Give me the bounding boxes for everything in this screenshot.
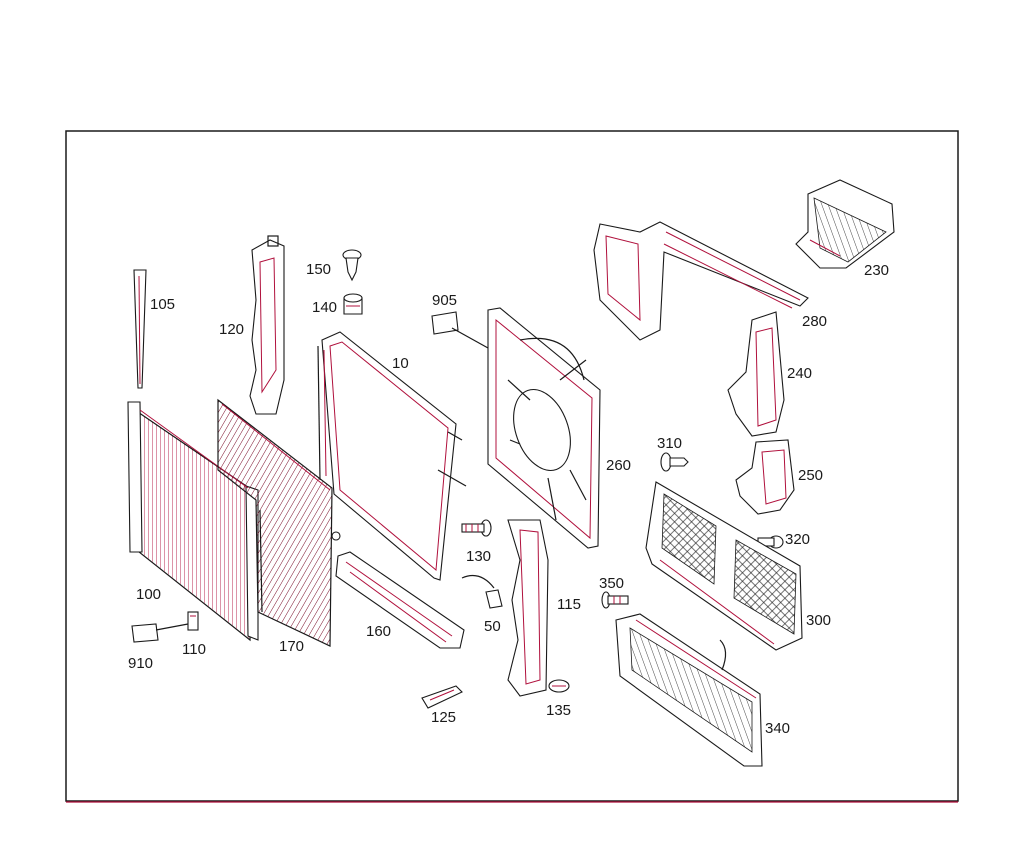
part-120-bracket bbox=[249, 235, 285, 415]
label-260: 260 bbox=[606, 457, 631, 474]
label-230: 230 bbox=[864, 262, 889, 279]
part-905-label bbox=[431, 311, 489, 349]
part-110-sensor bbox=[187, 611, 199, 631]
part-50-connector bbox=[461, 575, 503, 609]
part-150-clip bbox=[342, 249, 362, 282]
part-115-bracket bbox=[507, 519, 549, 697]
diagram-frame bbox=[65, 130, 959, 802]
part-125-clip bbox=[421, 685, 463, 709]
label-100: 100 bbox=[136, 586, 161, 603]
label-140: 140 bbox=[312, 299, 337, 316]
part-135-nut bbox=[548, 679, 570, 693]
part-340-lower-grille bbox=[615, 613, 763, 767]
part-230-air-duct bbox=[795, 179, 895, 269]
label-250: 250 bbox=[798, 467, 823, 484]
label-125: 125 bbox=[431, 709, 456, 726]
part-240-deflector bbox=[727, 311, 785, 437]
label-105: 105 bbox=[150, 296, 175, 313]
label-50: 50 bbox=[484, 618, 501, 635]
label-160: 160 bbox=[366, 623, 391, 640]
label-340: 340 bbox=[765, 720, 790, 737]
part-170-radiator bbox=[217, 398, 333, 647]
label-120: 120 bbox=[219, 321, 244, 338]
label-10: 10 bbox=[392, 355, 409, 372]
label-110: 110 bbox=[182, 641, 206, 658]
part-350-bolt bbox=[601, 591, 629, 609]
part-310-pushpin bbox=[660, 452, 689, 472]
label-320: 320 bbox=[785, 531, 810, 548]
part-140-grommet bbox=[343, 293, 363, 315]
part-260-fan-shroud bbox=[487, 307, 601, 549]
label-310: 310 bbox=[657, 435, 682, 452]
part-910-tag bbox=[131, 623, 189, 643]
label-135: 135 bbox=[546, 702, 571, 719]
label-300: 300 bbox=[806, 612, 831, 629]
label-905: 905 bbox=[432, 292, 457, 309]
part-130-bolt bbox=[461, 519, 492, 537]
label-150: 150 bbox=[306, 261, 331, 278]
label-910: 910 bbox=[128, 655, 153, 672]
part-280-carrier bbox=[593, 221, 809, 341]
part-10-radiator bbox=[317, 331, 467, 581]
part-300-shutter-grille bbox=[645, 481, 803, 651]
part-100-condenser bbox=[127, 401, 259, 642]
label-240: 240 bbox=[787, 365, 812, 382]
label-280: 280 bbox=[802, 313, 827, 330]
part-105-rod bbox=[133, 269, 147, 389]
label-170: 170 bbox=[279, 638, 304, 655]
part-250-deflector bbox=[735, 439, 795, 515]
label-350: 350 bbox=[599, 575, 624, 592]
label-130: 130 bbox=[466, 548, 491, 565]
part-160-lower-cover bbox=[335, 551, 465, 649]
label-115: 115 bbox=[557, 596, 581, 613]
